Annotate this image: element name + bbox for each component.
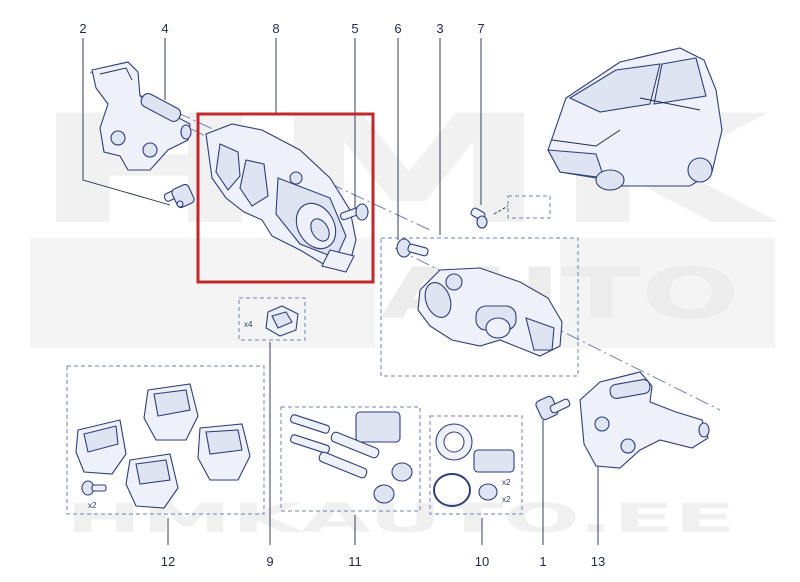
callout-2: 2 xyxy=(79,21,86,36)
watermark-band-right xyxy=(560,238,775,348)
caliper-bracket-left[interactable] xyxy=(91,61,192,171)
caliper-assembly-highlighted[interactable] xyxy=(196,112,375,284)
callout-11: 11 xyxy=(348,554,362,569)
callout-4: 4 xyxy=(161,21,168,36)
bleeder-cap-outline xyxy=(507,195,551,219)
watermark-bottom: HMKAUTO.EE xyxy=(66,496,736,542)
guide-pin-kit[interactable] xyxy=(289,411,413,504)
callout-9: 9 xyxy=(266,554,273,569)
callout-7: 7 xyxy=(477,21,484,36)
callout-numbers: 2 4 8 5 6 3 7 12 9 11 10 1 13 xyxy=(79,21,605,569)
pads-frame xyxy=(66,365,265,515)
highlight-frame xyxy=(196,112,375,284)
boot-quantity: x2 xyxy=(502,478,511,487)
callout-5: 5 xyxy=(351,21,358,36)
caliper-guide-bolt[interactable] xyxy=(339,203,369,221)
brake-pads[interactable] xyxy=(75,383,251,509)
clips-frame xyxy=(238,297,306,341)
callout-1: 1 xyxy=(539,554,546,569)
callout-12: 12 xyxy=(161,554,175,569)
guide-kit-frame xyxy=(280,406,421,512)
bleeder-boot-quantity: x2 xyxy=(502,495,511,504)
callout-3: 3 xyxy=(436,21,443,36)
bleeder-screw[interactable] xyxy=(470,207,488,229)
piston-seal-kit[interactable] xyxy=(433,423,515,507)
car-illustration xyxy=(547,47,723,191)
pad-clips[interactable] xyxy=(265,305,299,337)
clips-quantity: x4 xyxy=(244,320,253,329)
caliper-body-frame xyxy=(380,237,579,377)
callout-13: 13 xyxy=(591,554,605,569)
seal-kit-frame xyxy=(429,415,523,515)
bracket-bolt[interactable] xyxy=(163,183,195,209)
callout-10: 10 xyxy=(475,554,489,569)
pad-bolt-quantity: x2 xyxy=(88,501,97,510)
callout-8: 8 xyxy=(272,21,279,36)
bracket-bolt-right[interactable] xyxy=(535,395,571,421)
caliper-body[interactable] xyxy=(417,267,563,357)
callout-6: 6 xyxy=(394,21,401,36)
mounting-bolt[interactable] xyxy=(396,238,429,258)
caliper-bracket-right[interactable] xyxy=(579,371,710,469)
